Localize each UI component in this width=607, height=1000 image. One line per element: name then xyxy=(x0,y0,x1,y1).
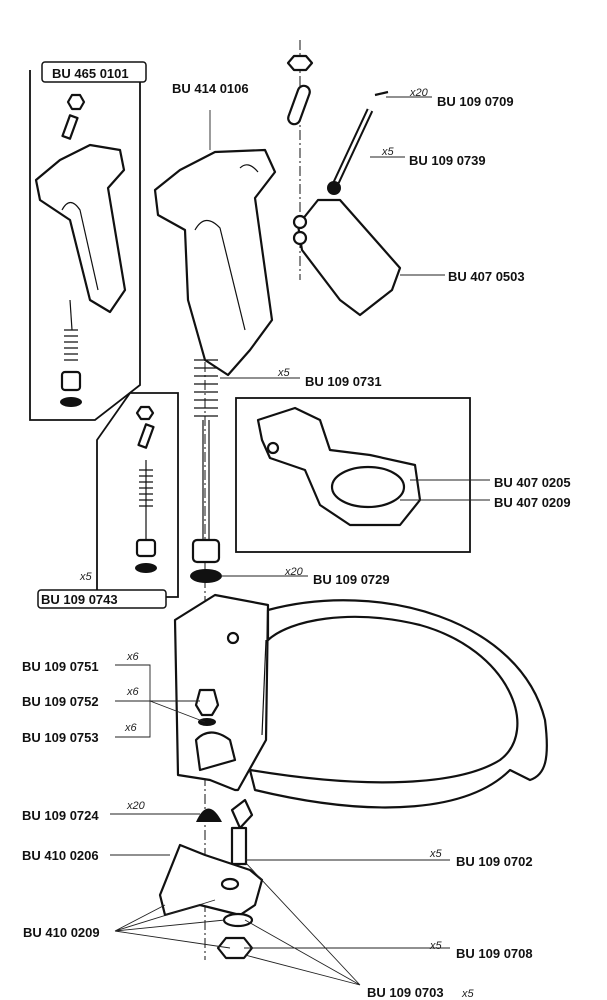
handle-407-0503 xyxy=(292,90,402,317)
qty-bu-109-0739: x5 xyxy=(381,146,395,158)
kit-box-465-0101 xyxy=(29,61,147,421)
toilet-seat xyxy=(173,593,548,809)
label-bu-414-0106: BU 414 0106 xyxy=(172,81,249,96)
qty-bu-109-0729: x20 xyxy=(284,566,304,578)
qty-bu-109-0752: x6 xyxy=(126,686,140,698)
label-bu-109-0731: BU 109 0731 xyxy=(305,374,382,389)
leader-lines xyxy=(110,96,490,986)
qty-bu-109-0743: x5 xyxy=(79,571,93,583)
label-bu-465-0101: BU 465 0101 xyxy=(52,66,129,81)
qty-bu-109-0702: x5 xyxy=(429,848,443,860)
label-bu-109-0751: BU 109 0751 xyxy=(22,659,99,674)
label-bu-407-0209: BU 407 0209 xyxy=(494,495,571,510)
label-bu-109-0702: BU 109 0702 xyxy=(456,854,533,869)
label-bu-109-0729: BU 109 0729 xyxy=(313,572,390,587)
label-bu-109-0709: BU 109 0709 xyxy=(437,94,514,109)
hinge-hardware xyxy=(158,798,264,960)
label-bu-109-0743: BU 109 0743 xyxy=(41,592,118,607)
qty-bu-109-0751: x6 xyxy=(126,651,140,663)
label-bu-109-0752: BU 109 0752 xyxy=(22,694,99,709)
qty-bu-109-0709: x20 xyxy=(409,87,429,99)
bracket-414-0106 xyxy=(153,110,277,377)
spring-rod xyxy=(190,359,222,583)
label-bu-109-0708: BU 109 0708 xyxy=(456,946,533,961)
qty-bu-109-0724: x20 xyxy=(126,800,146,812)
label-bu-109-0739: BU 109 0739 xyxy=(409,153,486,168)
label-bu-410-0206: BU 410 0206 xyxy=(22,848,99,863)
label-bu-109-0724: BU 109 0724 xyxy=(22,808,99,823)
kit-box-407 xyxy=(235,397,471,553)
label-bu-109-0753: BU 109 0753 xyxy=(22,730,99,745)
label-bu-109-0703: BU 109 0703 xyxy=(367,985,444,1000)
qty-bu-109-0708: x5 xyxy=(429,940,443,952)
label-bu-407-0503: BU 407 0503 xyxy=(448,269,525,284)
qty-bu-109-0753: x6 xyxy=(124,722,138,734)
bracket-part xyxy=(34,93,127,407)
kit-box-109-0743 xyxy=(37,392,179,609)
qty-bu-109-0731: x5 xyxy=(277,367,291,379)
qty-bu-109-0703: x5 xyxy=(461,988,475,1000)
label-bu-410-0209: BU 410 0209 xyxy=(23,925,100,940)
label-bu-407-0205: BU 407 0205 xyxy=(494,475,571,490)
